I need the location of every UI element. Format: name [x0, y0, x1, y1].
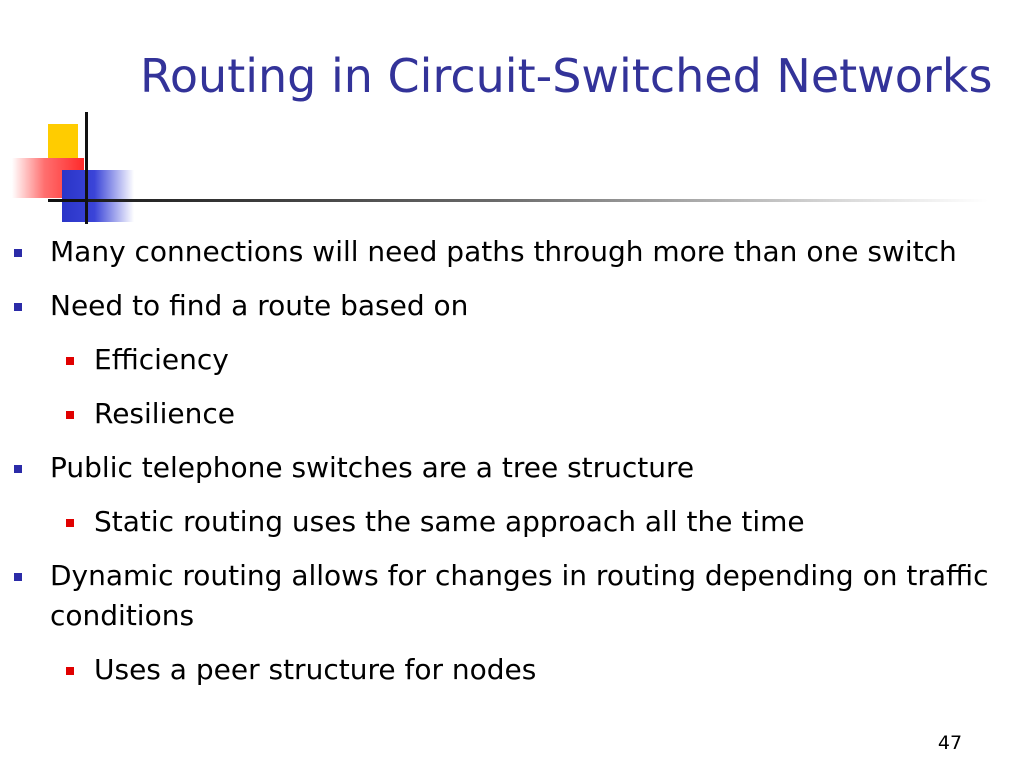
sub-bullet-item: Uses a peer structure for nodes	[0, 650, 994, 690]
bullet-text: Public telephone switches are a tree str…	[50, 451, 695, 484]
sub-bullet-item: Resilience	[0, 394, 994, 434]
sub-bullet-item: Static routing uses the same approach al…	[0, 502, 994, 542]
bullet-item: Dynamic routing allows for changes in ro…	[0, 556, 990, 636]
yellow-square-decoration	[48, 124, 78, 162]
square-bullet-icon	[14, 303, 22, 311]
blue-gradient-decoration	[62, 170, 134, 222]
sub-bullet-text: Static routing uses the same approach al…	[94, 505, 805, 538]
square-bullet-icon	[14, 249, 22, 257]
sub-bullet-item: Efficiency	[0, 340, 994, 380]
square-bullet-icon	[14, 573, 22, 581]
bullet-text: Many connections will need paths through…	[50, 235, 957, 268]
square-bullet-icon	[14, 465, 22, 473]
page-number: 47	[937, 732, 963, 754]
bullet-item: Many connections will need paths through…	[0, 232, 990, 272]
sub-bullet-text: Efficiency	[94, 343, 229, 376]
horizontal-line-decoration	[48, 199, 108, 202]
title-divider	[88, 199, 988, 202]
bullet-text: Dynamic routing allows for changes in ro…	[50, 559, 989, 632]
square-bullet-icon	[66, 519, 74, 527]
sub-bullet-text: Uses a peer structure for nodes	[94, 653, 537, 686]
square-bullet-icon	[66, 357, 74, 365]
slide-title: Routing in Circuit-Switched Networks	[140, 49, 993, 103]
square-bullet-icon	[66, 411, 74, 419]
bullet-text: Need to find a route based on	[50, 289, 469, 322]
bullet-list: Many connections will need paths through…	[0, 232, 1024, 704]
square-bullet-icon	[66, 667, 74, 675]
vertical-line-decoration	[85, 112, 88, 224]
sub-bullet-text: Resilience	[94, 397, 235, 430]
template-logo-icon	[0, 0, 140, 240]
bullet-item: Public telephone switches are a tree str…	[0, 448, 990, 488]
bullet-item: Need to find a route based on	[0, 286, 990, 326]
